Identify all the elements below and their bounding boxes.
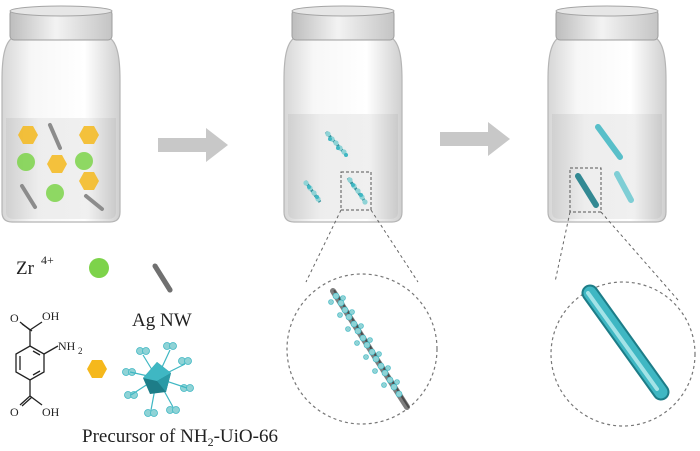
vial-mixture bbox=[283, 5, 403, 223]
legend: Zr 4+ Ag NW O OH NH 2 O OH bbox=[10, 253, 278, 449]
magnifier-circle-icon bbox=[286, 209, 438, 425]
solution bbox=[552, 114, 662, 219]
amine-subscript: 2 bbox=[78, 346, 83, 356]
precursor-label: Precursor of NH2-UiO-66 bbox=[82, 426, 278, 449]
vial-lid-top bbox=[555, 5, 659, 17]
vial-reactants bbox=[1, 5, 121, 223]
precursor-label-subscript: 2 bbox=[208, 435, 214, 449]
zr-charge-label: 4+ bbox=[41, 253, 54, 267]
magnifier-circle-icon bbox=[550, 211, 696, 427]
ag-nanowire bbox=[48, 123, 62, 150]
decorated-nanowire bbox=[324, 131, 349, 157]
carbonyl-oxygen-bottom: O bbox=[10, 405, 19, 419]
ag-nanowire bbox=[20, 184, 37, 209]
coated-nanowire bbox=[614, 171, 634, 203]
precursor-cluster-icon bbox=[122, 342, 194, 417]
vial-lid-top bbox=[291, 5, 395, 17]
zoom-region-box bbox=[340, 171, 372, 211]
reactant-particles bbox=[17, 123, 104, 211]
ag-nw-label: Ag NW bbox=[132, 310, 192, 331]
linker-hexagon bbox=[18, 126, 38, 144]
linker-hexagon bbox=[79, 172, 99, 190]
decorated-nanowire bbox=[303, 180, 322, 203]
zr-ion bbox=[46, 184, 64, 202]
zr-ion bbox=[75, 152, 93, 170]
decorated-nanowire-zoom bbox=[328, 288, 410, 410]
right-arrow-icon bbox=[440, 122, 510, 156]
coated-nanowire bbox=[575, 173, 599, 208]
linker-hexagon-legend bbox=[87, 360, 107, 378]
zr-ion-legend bbox=[89, 258, 109, 278]
acid-oh-top: OH bbox=[42, 309, 60, 323]
solution bbox=[288, 114, 398, 219]
amine-label: NH bbox=[58, 339, 76, 353]
right-arrow-icon bbox=[158, 128, 228, 162]
acid-oh-bottom: OH bbox=[42, 405, 60, 419]
zr-label: Zr bbox=[16, 258, 35, 279]
ag-nanowire bbox=[84, 194, 104, 211]
precursor-label-prefix: Precursor of NH bbox=[82, 426, 208, 447]
vial-product bbox=[547, 5, 667, 223]
linker-hexagon bbox=[79, 126, 99, 144]
aminoterephthalic-acid-structure bbox=[15, 321, 59, 407]
vial-lid-top bbox=[9, 5, 113, 17]
zr-ion bbox=[17, 153, 35, 171]
zoom-region-box bbox=[569, 167, 602, 213]
precursor-label-suffix: -UiO-66 bbox=[214, 426, 278, 447]
carbonyl-oxygen-top: O bbox=[10, 311, 19, 325]
linker-hexagon bbox=[47, 155, 67, 173]
decorated-nanowire bbox=[346, 177, 368, 205]
coated-nanowire bbox=[595, 124, 623, 160]
